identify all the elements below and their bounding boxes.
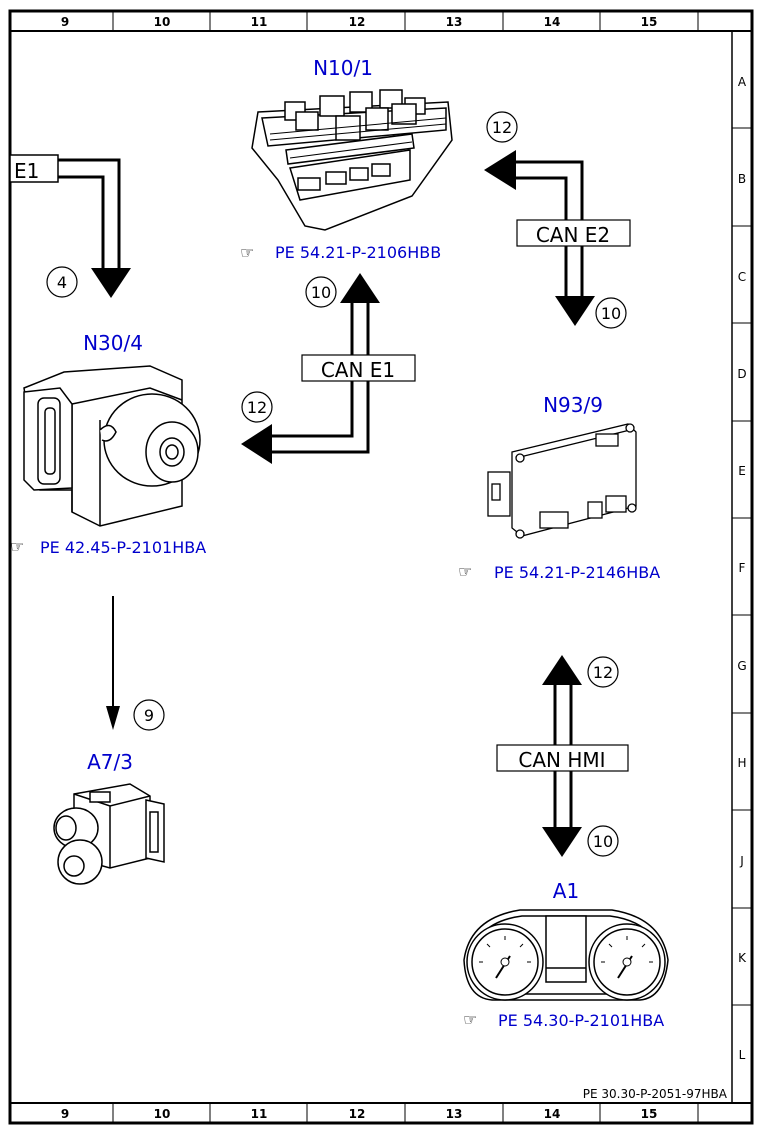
bus-e1-label: E1 [14, 159, 39, 183]
marker-number: 12 [492, 118, 512, 137]
col-label: 11 [251, 1107, 268, 1121]
component-label: N10/1 [313, 56, 373, 80]
bus-can-e2-box [516, 219, 631, 247]
reference-link: PE 54.21-P-2106HBB [275, 243, 441, 262]
row-labels: A B C D E F G H J K L [737, 75, 747, 1062]
arrow-left-icon [241, 424, 272, 464]
n30-4-module: N30/4 ☞ PE 42.45-P-2101HBA [10, 331, 206, 557]
document-reference: PE 30.30-P-2051-97HBA [583, 1087, 728, 1101]
arrow-up-icon [340, 273, 380, 303]
marker-number: 12 [593, 663, 613, 682]
n93-9-module: N93/9 ☞ PE 54.21-P-2146HBA [458, 393, 660, 582]
col-label: 13 [446, 1107, 463, 1121]
col-label: 10 [154, 1107, 171, 1121]
marker-number: 10 [311, 283, 331, 302]
bus-e1: E1 4 [9, 154, 131, 298]
component-label: N93/9 [543, 393, 603, 417]
row-label: F [739, 561, 746, 575]
bus-e1-box [9, 154, 59, 183]
marker-circle [486, 111, 518, 143]
arrow-down-icon [91, 268, 131, 298]
marker-circle [305, 276, 337, 308]
row-label: B [738, 172, 746, 186]
a7-3-module: A7/3 [53, 750, 165, 885]
arrow-left-icon [484, 150, 516, 190]
arrow-down-icon [555, 296, 595, 326]
reference-link: PE 42.45-P-2101HBA [40, 538, 206, 557]
bus-can-hmi-box [496, 744, 629, 772]
bus-can-e2: CAN E2 12 10 [484, 111, 631, 329]
arrow-down-icon [542, 827, 582, 857]
center-display [545, 915, 587, 983]
bus-can-e1: CAN E1 10 12 [241, 273, 416, 464]
col-label: 12 [349, 15, 366, 29]
col-label: 9 [61, 1107, 69, 1121]
n10-1-module: N10/1 ☞ PE 54.21-P-2106HBB [240, 56, 453, 262]
component-label: N30/4 [83, 331, 143, 355]
marker-circle [46, 266, 78, 298]
col-label: 12 [349, 1107, 366, 1121]
marker-circle [241, 391, 273, 423]
row-label: L [739, 1048, 746, 1062]
col-label: 9 [61, 15, 69, 29]
marker-circle [595, 297, 627, 329]
col-label: 13 [446, 15, 463, 29]
frame [8, 9, 754, 1125]
marker-number: 4 [57, 273, 67, 292]
component-label: A7/3 [87, 750, 133, 774]
column-labels-bottom: 9 10 11 12 13 14 15 [61, 1107, 658, 1121]
row-label: H [737, 756, 746, 770]
bus-can-e2-label: CAN E2 [536, 223, 610, 247]
marker-circle [587, 825, 619, 857]
marker-circle [133, 699, 165, 731]
pointing-hand-icon: ☞ [240, 243, 254, 262]
a1-instrument-cluster: A1 ☞ PE 54.30-P-2101HBA [463, 879, 669, 1030]
bus-can-hmi-label: CAN HMI [518, 748, 605, 772]
ref-a1[interactable]: ☞ PE 54.30-P-2101HBA [463, 1010, 664, 1030]
arrow-down-icon [106, 706, 120, 730]
col-label: 11 [251, 15, 268, 29]
ref-n30-4[interactable]: ☞ PE 42.45-P-2101HBA [10, 537, 206, 557]
row-label: K [738, 951, 747, 965]
column-labels-top: 9 10 11 12 13 14 15 [61, 15, 658, 29]
pointing-hand-icon: ☞ [458, 562, 472, 581]
row-label: G [737, 659, 746, 673]
row-label: D [737, 367, 746, 381]
bus-can-e1-label: CAN E1 [321, 358, 395, 382]
pointing-hand-icon: ☞ [463, 1010, 477, 1029]
line-to-a7-3: 9 [106, 596, 165, 731]
col-label: 10 [154, 15, 171, 29]
marker-number: 10 [601, 304, 621, 323]
col-label: 14 [544, 15, 561, 29]
bus-can-e1-box [301, 354, 416, 382]
marker-circle [587, 656, 619, 688]
row-label: E [738, 464, 746, 478]
ref-n93-9[interactable]: ☞ PE 54.21-P-2146HBA [458, 562, 660, 582]
col-label: 14 [544, 1107, 561, 1121]
row-label: A [738, 75, 747, 89]
component-label: A1 [553, 879, 579, 903]
pointing-hand-icon: ☞ [10, 537, 24, 556]
bus-can-hmi: CAN HMI 12 10 [496, 655, 629, 857]
row-label: J [739, 854, 744, 868]
arrow-up-icon [542, 655, 582, 685]
marker-number: 12 [247, 398, 267, 417]
ref-n10-1[interactable]: ☞ PE 54.21-P-2106HBB [240, 243, 441, 262]
reference-link: PE 54.21-P-2146HBA [494, 563, 660, 582]
col-label: 15 [641, 1107, 658, 1121]
row-label: C [738, 270, 746, 284]
marker-number: 9 [144, 706, 154, 725]
col-label: 15 [641, 15, 658, 29]
marker-number: 10 [593, 832, 613, 851]
reference-link: PE 54.30-P-2101HBA [498, 1011, 664, 1030]
